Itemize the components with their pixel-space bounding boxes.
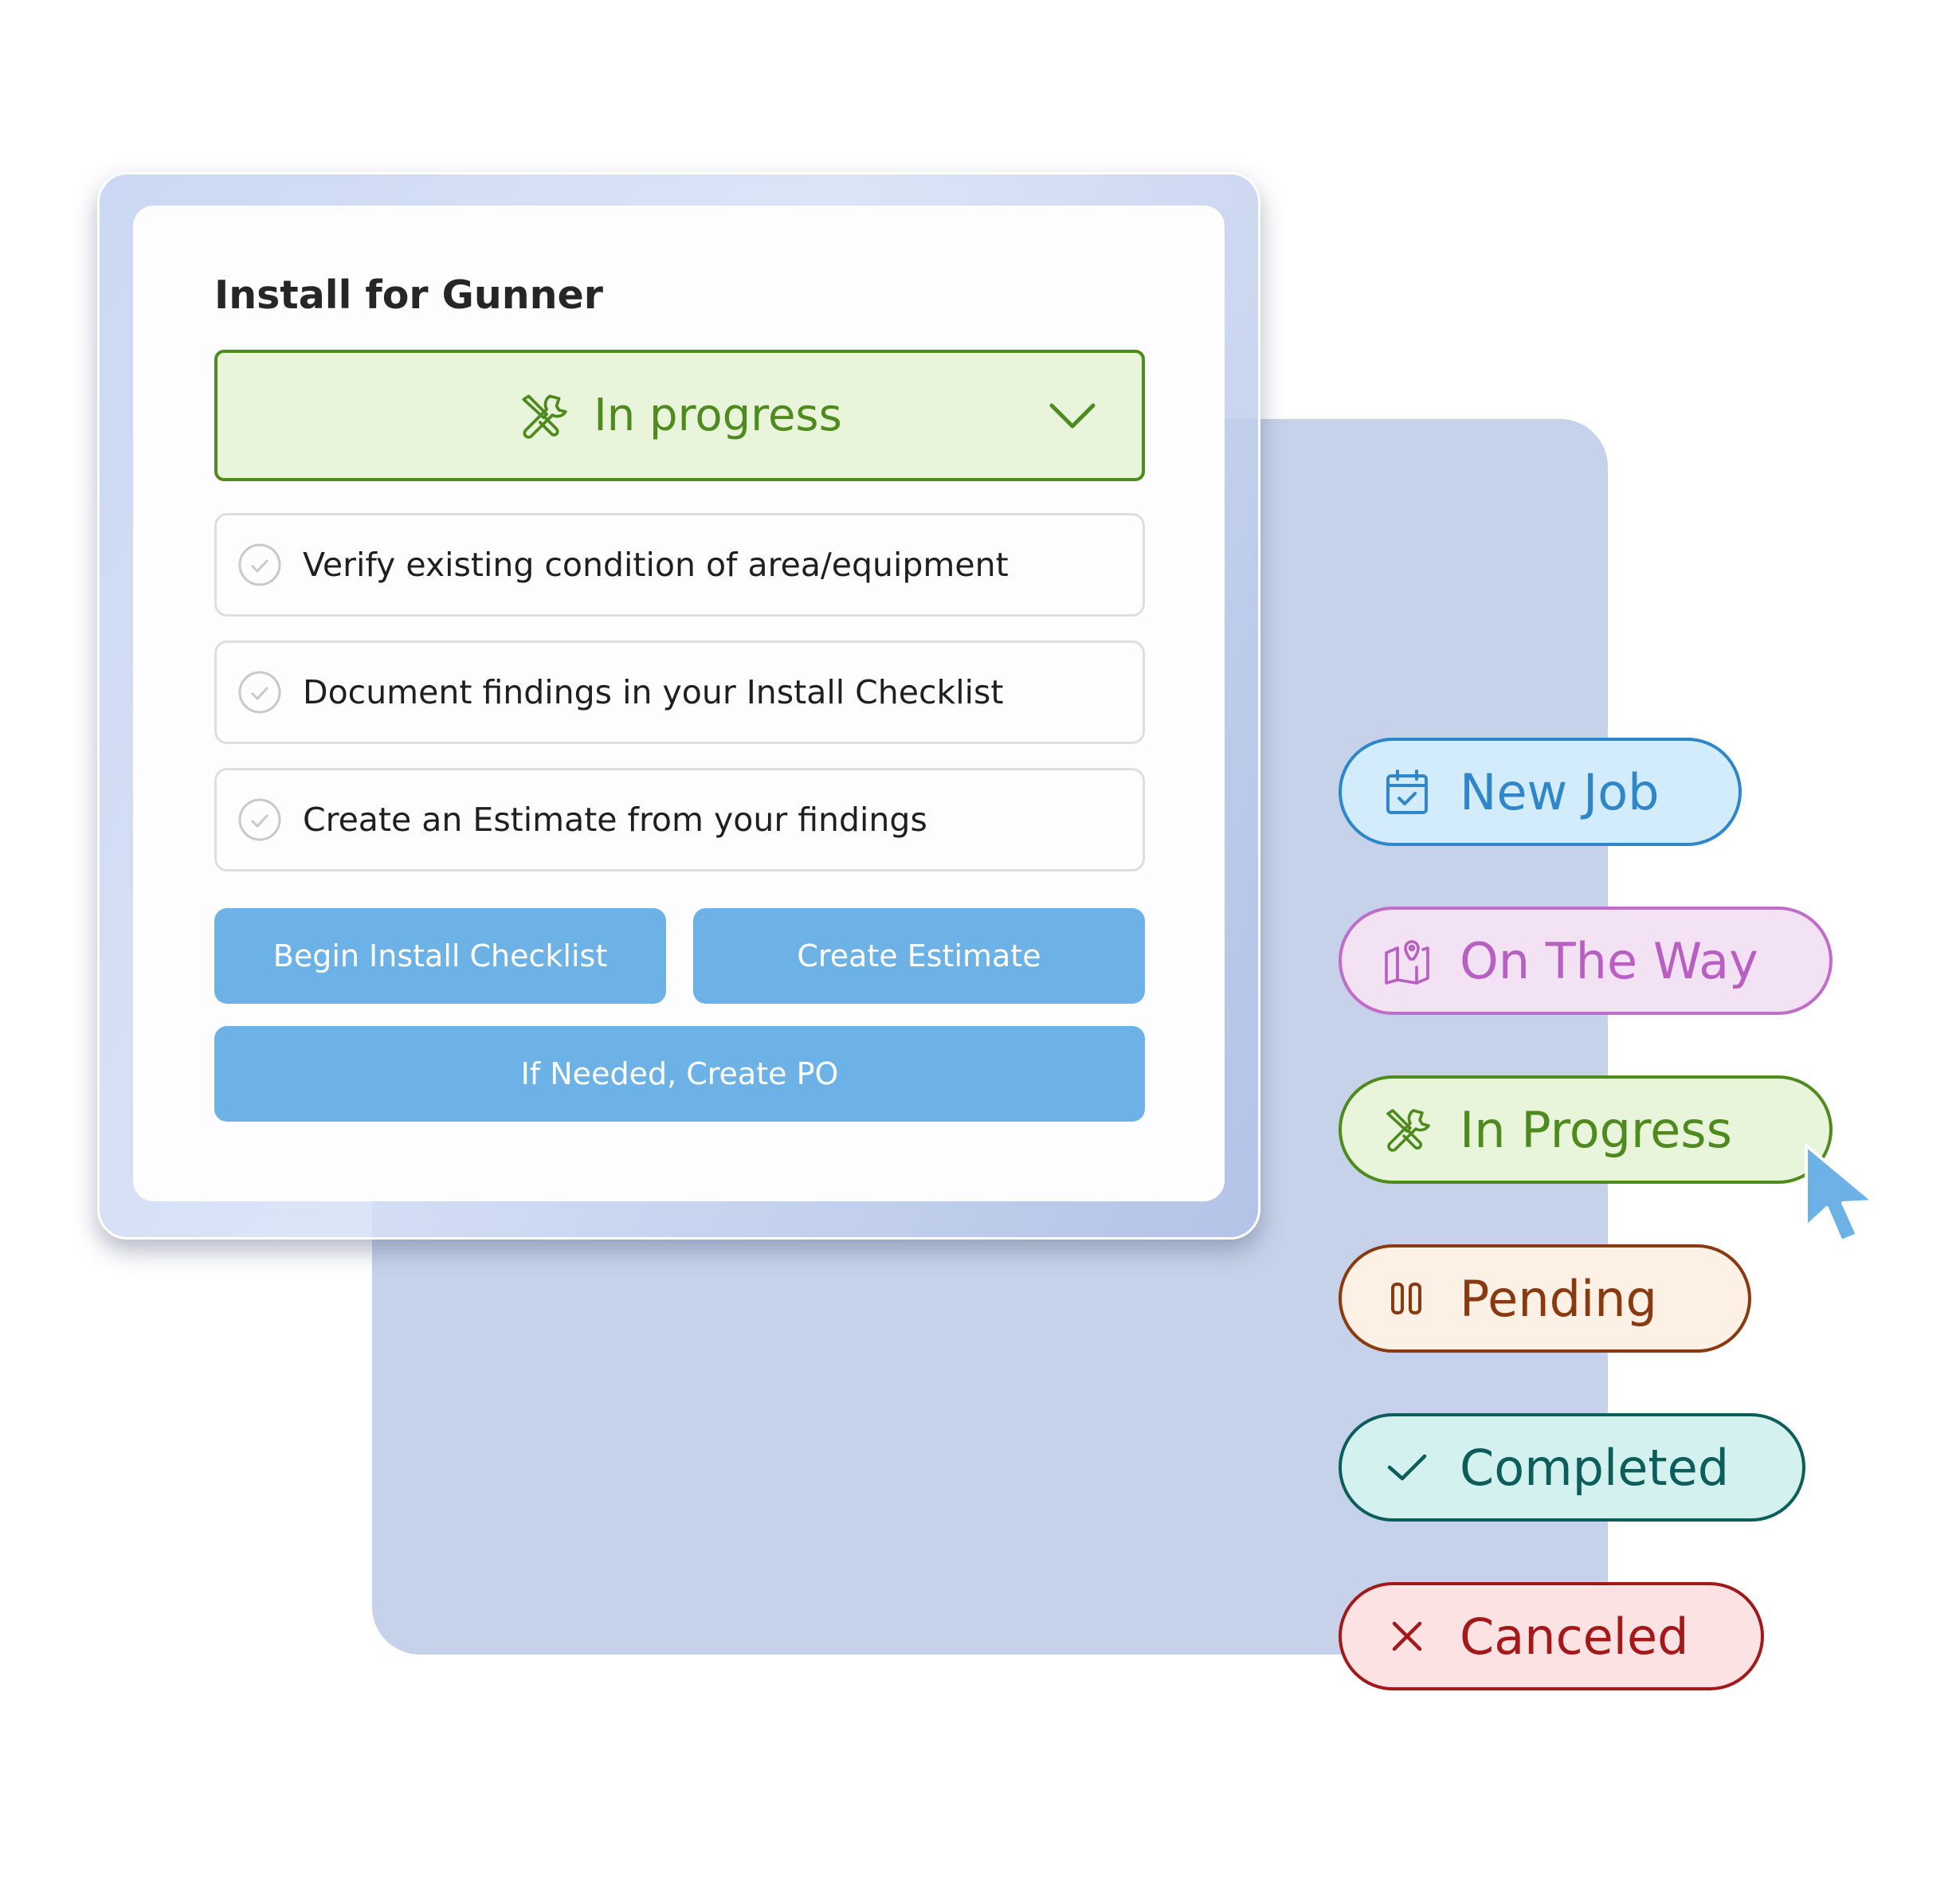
task-item[interactable]: Create an Estimate from your findings xyxy=(214,768,1145,871)
check-circle-icon[interactable] xyxy=(237,542,282,587)
pause-icon xyxy=(1391,1283,1421,1314)
task-label: Create an Estimate from your findings xyxy=(303,801,927,839)
job-title: Install for Gunner xyxy=(214,272,603,318)
status-option-on-the-way[interactable]: On The Way xyxy=(1339,907,1833,1015)
tools-icon xyxy=(1386,1109,1430,1152)
begin-install-checklist-button[interactable]: Begin Install Checklist xyxy=(214,908,666,1004)
calendar-check-icon xyxy=(1386,770,1428,814)
task-item[interactable]: Verify existing condition of area/equipm… xyxy=(214,513,1145,617)
status-option-canceled[interactable]: Canceled xyxy=(1339,1582,1764,1690)
job-card: Install for Gunner In progress Verify ex… xyxy=(133,206,1225,1201)
status-option-pending[interactable]: Pending xyxy=(1339,1244,1751,1353)
check-circle-icon[interactable] xyxy=(237,670,282,715)
task-item[interactable]: Document findings in your Install Checkl… xyxy=(214,640,1145,744)
status-dropdown[interactable]: In progress xyxy=(214,350,1145,481)
status-option-label: In Progress xyxy=(1460,1100,1732,1159)
status-option-label: Pending xyxy=(1460,1269,1657,1328)
create-po-button[interactable]: If Needed, Create PO xyxy=(214,1026,1145,1122)
check-circle-icon[interactable] xyxy=(237,797,282,842)
status-option-label: On The Way xyxy=(1460,931,1758,990)
create-estimate-button[interactable]: Create Estimate xyxy=(693,908,1145,1004)
status-option-completed[interactable]: Completed xyxy=(1339,1413,1805,1522)
check-icon xyxy=(1387,1454,1427,1481)
status-option-label: Completed xyxy=(1460,1438,1730,1497)
tools-icon xyxy=(522,394,567,439)
map-pin-icon xyxy=(1385,940,1429,985)
status-option-new-job[interactable]: New Job xyxy=(1339,738,1742,846)
task-label: Verify existing condition of area/equipm… xyxy=(303,546,1009,584)
x-icon xyxy=(1392,1621,1422,1651)
status-option-in-progress[interactable]: In Progress xyxy=(1339,1075,1833,1184)
status-option-label: New Job xyxy=(1460,762,1660,821)
chevron-down-icon xyxy=(1049,403,1096,429)
status-option-label: Canceled xyxy=(1460,1607,1689,1666)
mouse-cursor-icon xyxy=(1805,1144,1875,1243)
task-label: Document findings in your Install Checkl… xyxy=(303,673,1004,711)
status-dropdown-label: In progress xyxy=(594,390,842,441)
